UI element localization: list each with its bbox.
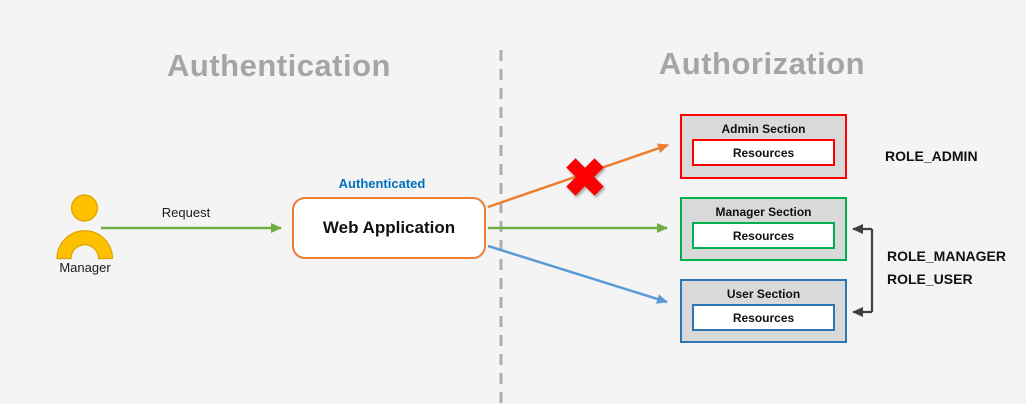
user-section-node: User Section Resources xyxy=(680,279,847,343)
authorization-zone-title: Authorization xyxy=(658,46,866,81)
admin-resources-label: Resources xyxy=(732,145,795,160)
web-application-title: Web Application xyxy=(322,218,456,237)
manager-resources-label: Resources xyxy=(732,228,795,243)
authenticated-status-label: Authenticated xyxy=(338,176,426,191)
user-resources-box: Resources xyxy=(692,304,835,331)
role-admin-label: ROLE_ADMIN xyxy=(885,148,978,164)
denied-cross-icon xyxy=(566,158,604,196)
role-bracket xyxy=(852,224,874,317)
web-application-node: Web Application xyxy=(292,197,486,259)
admin-section-node: Admin Section Resources xyxy=(680,114,847,179)
request-arrow-label: Request xyxy=(161,205,211,220)
manager-section-title: Manager Section xyxy=(715,205,812,219)
user-resources-label: Resources xyxy=(732,310,795,325)
role-user-label: ROLE_USER xyxy=(887,271,973,287)
authentication-zone-title: Authentication xyxy=(167,48,391,83)
admin-resources-box: Resources xyxy=(692,139,835,166)
actor-label: Manager xyxy=(59,260,111,275)
user-access-arrow xyxy=(487,244,668,304)
manager-person-icon xyxy=(56,194,114,260)
manager-resources-box: Resources xyxy=(692,222,835,249)
manager-section-node: Manager Section Resources xyxy=(680,197,847,261)
admin-section-title: Admin Section xyxy=(721,122,806,136)
user-section-title: User Section xyxy=(726,287,801,301)
role-manager-label: ROLE_MANAGER xyxy=(887,248,1007,264)
